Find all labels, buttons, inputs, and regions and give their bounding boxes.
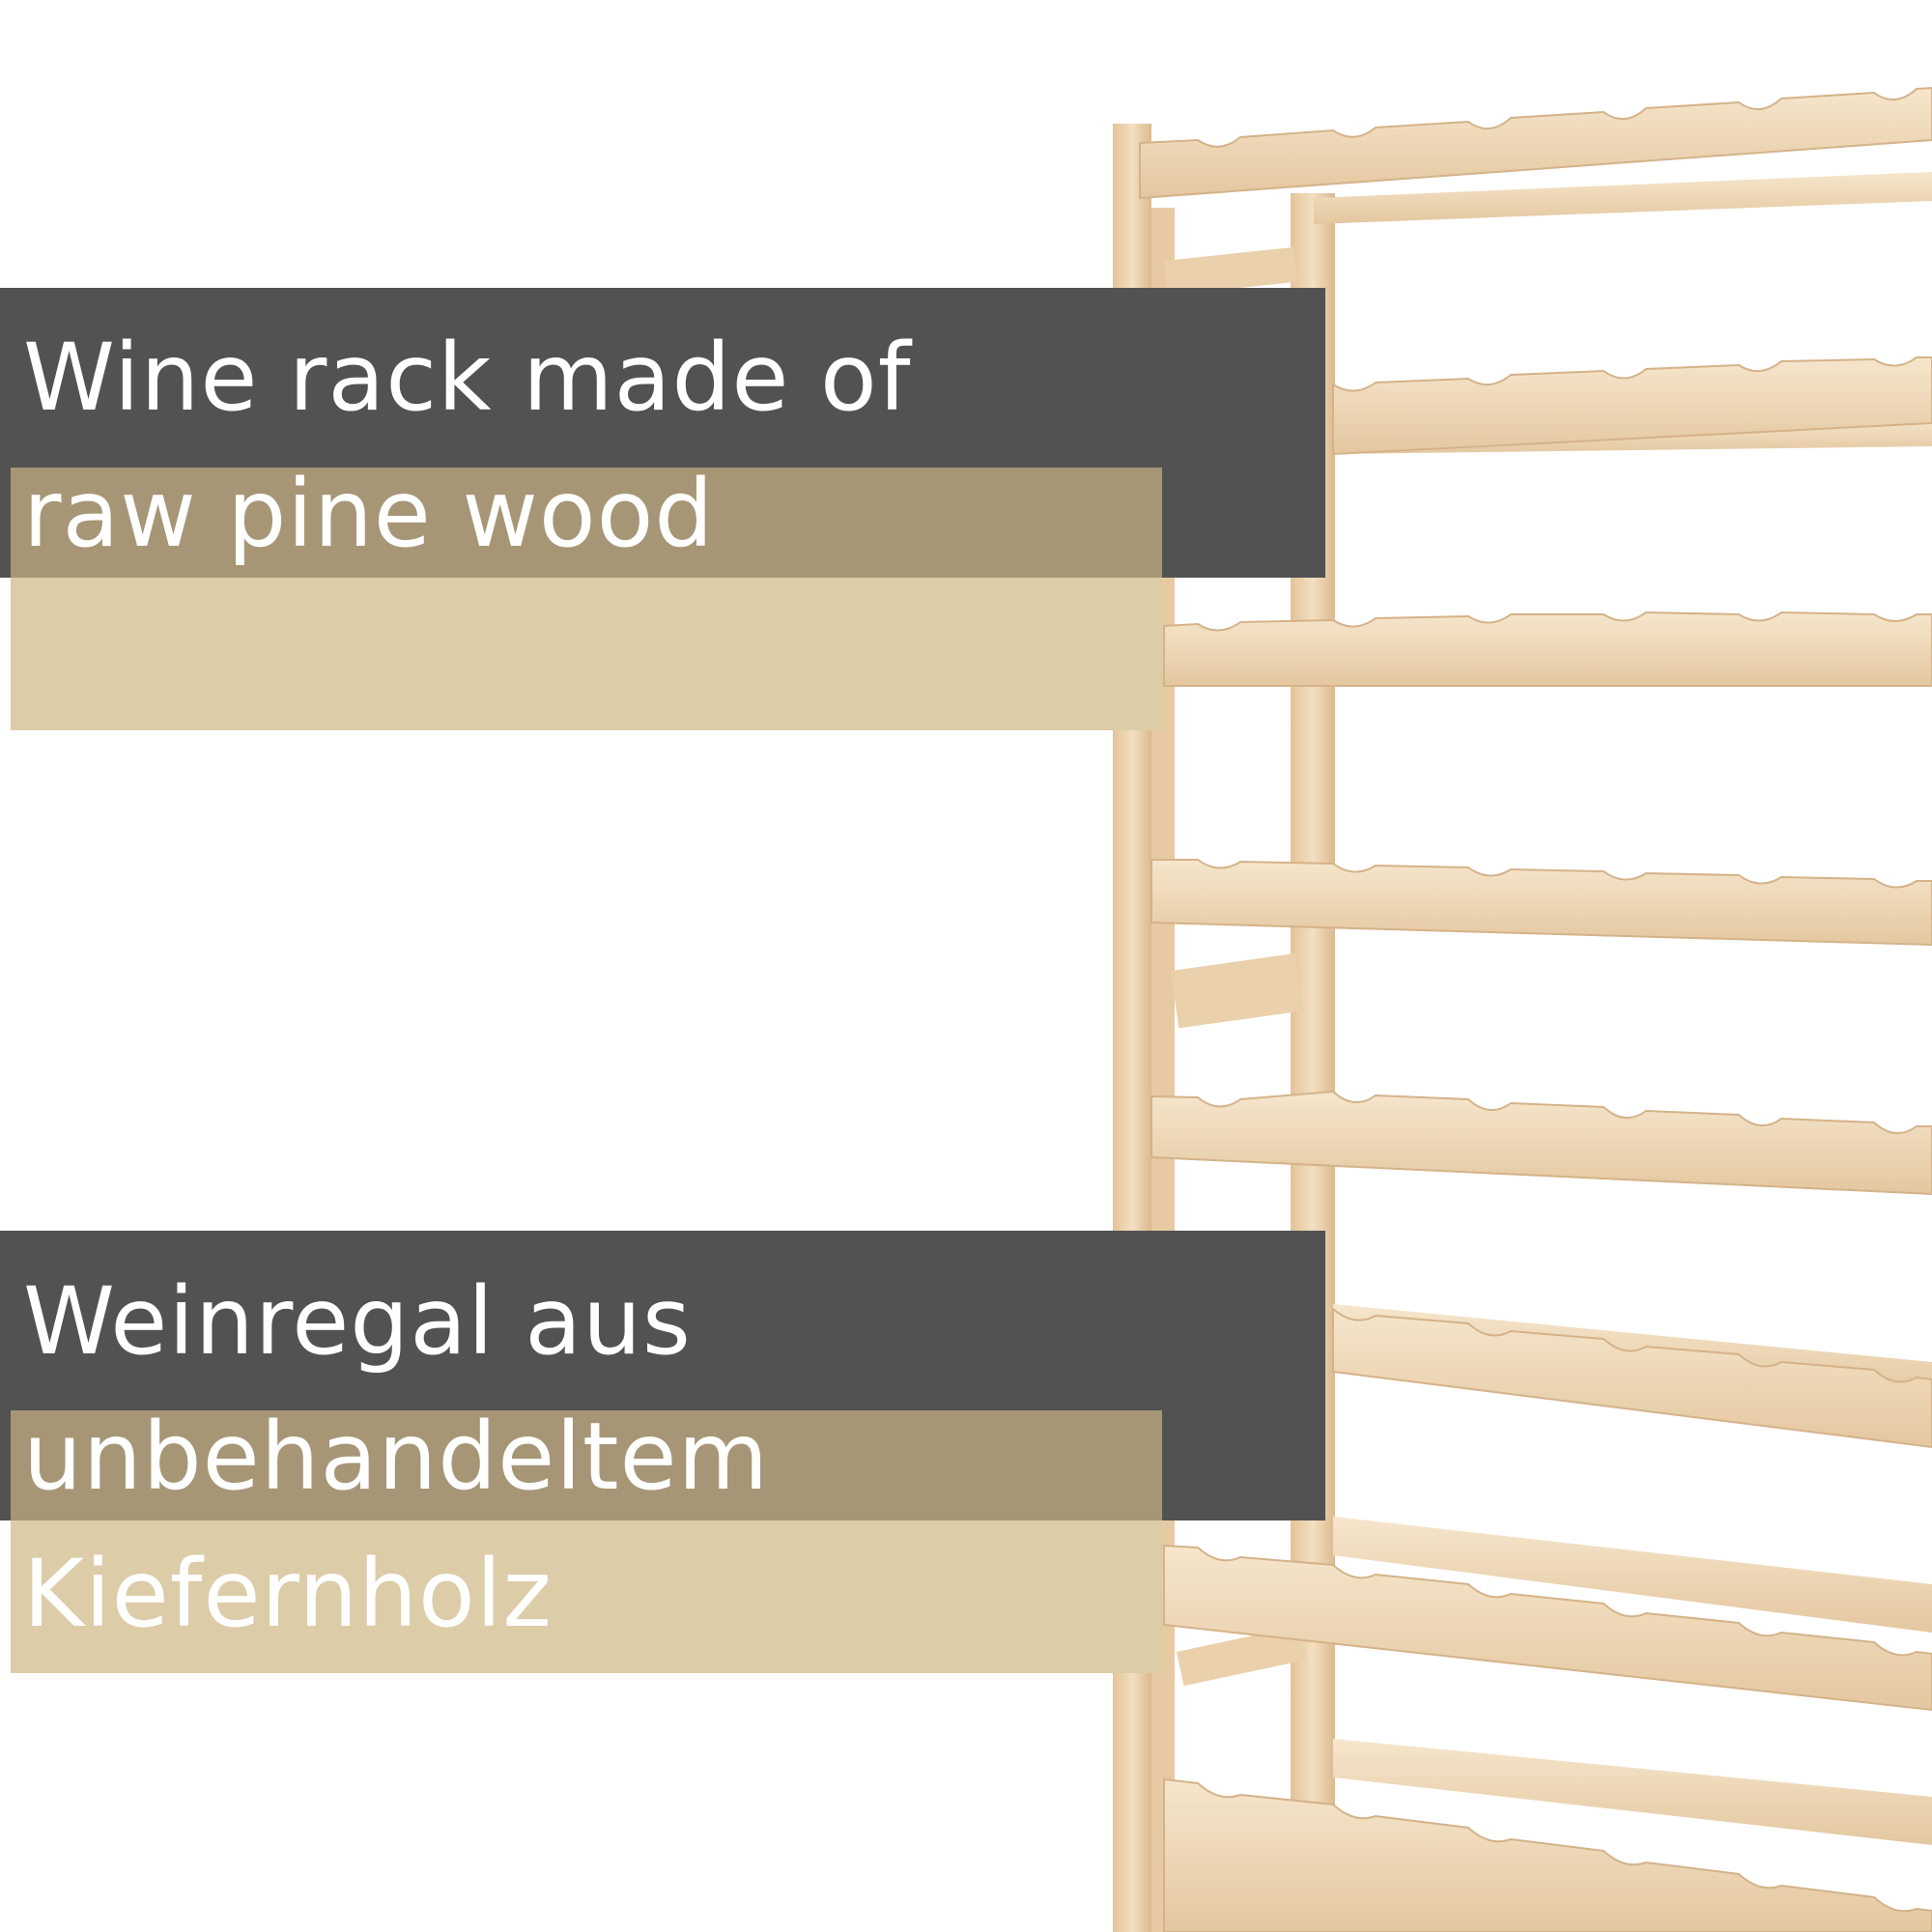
caption-en-line-2: raw pine wood bbox=[23, 460, 715, 568]
caption-de-background-mid bbox=[11, 1410, 1162, 1520]
caption-de-line-3: Kiefernholz bbox=[23, 1540, 553, 1648]
caption-de-line-2: unbehandeltem bbox=[23, 1403, 770, 1511]
caption-en-background-light bbox=[11, 578, 1162, 730]
caption-en-line-1: Wine rack made of bbox=[23, 324, 912, 432]
caption-en-background-mid bbox=[11, 468, 1162, 578]
caption-de-line-1: Weinregal aus bbox=[23, 1267, 692, 1376]
caption-de-background-light bbox=[11, 1520, 1162, 1673]
